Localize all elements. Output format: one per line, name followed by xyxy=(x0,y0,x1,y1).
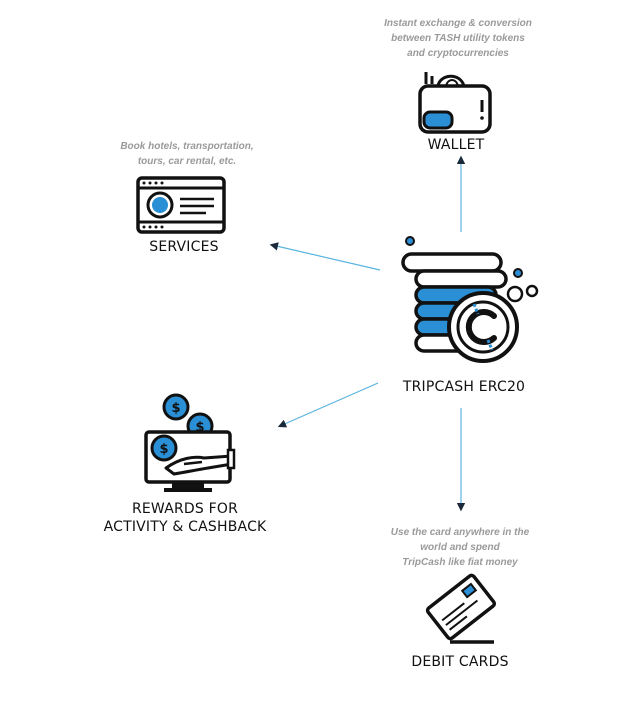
ticket-icon xyxy=(136,176,226,234)
debit-cards-label: DEBIT CARDS xyxy=(411,654,509,670)
rewards-label: REWARDS FOR ACTIVITY & CASHBACK xyxy=(103,501,267,535)
svg-text:$: $ xyxy=(171,401,180,416)
services-caption: Book hotels, transportation, tours, car … xyxy=(120,141,254,167)
svg-text:$: $ xyxy=(159,442,168,457)
wallet-caption: Instant exchange & conversion between TA… xyxy=(384,18,532,59)
credit-card-icon xyxy=(425,573,497,644)
cashback-hand-icon: $ $ $ xyxy=(144,393,236,492)
edge-to-services xyxy=(269,242,381,271)
center-label: TRIPCASH ERC20 xyxy=(402,379,526,395)
edge-to-rewards xyxy=(277,382,379,428)
debit-cards-caption: Use the card anywhere in the world and s… xyxy=(390,527,530,568)
svg-text:$: $ xyxy=(195,420,204,435)
coin-stack-icon xyxy=(401,236,539,363)
services-label: SERVICES xyxy=(149,239,219,255)
wallet-icon xyxy=(418,72,492,134)
wallet-label: WALLET xyxy=(427,137,485,153)
